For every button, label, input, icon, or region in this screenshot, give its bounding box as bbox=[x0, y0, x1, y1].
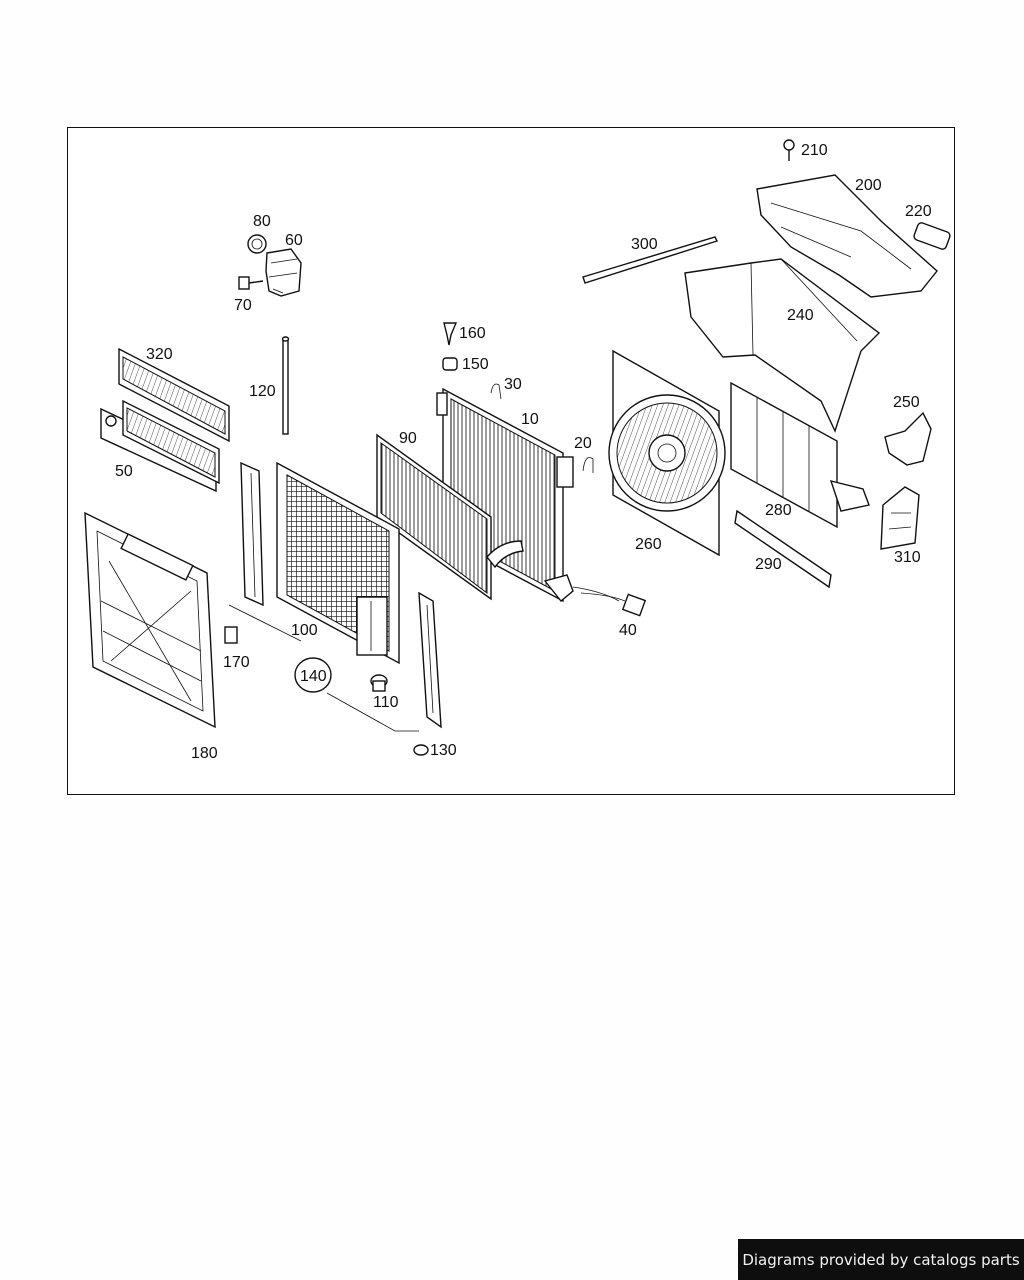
part-80-o-ring bbox=[247, 234, 267, 254]
exploded-parts-diagram: 210 200 220 300 240 250 80 60 70 160 150… bbox=[84, 139, 951, 762]
part-140-bracket-left bbox=[240, 461, 264, 607]
callout-250: 250 bbox=[893, 394, 920, 411]
part-300-seal-strip bbox=[582, 236, 718, 284]
part-40-sensor bbox=[580, 592, 647, 617]
part-260-fan-shroud bbox=[608, 349, 726, 557]
callout-130: 130 bbox=[430, 742, 457, 759]
callout-280: 280 bbox=[765, 502, 792, 519]
part-180-radiator-support bbox=[84, 511, 216, 729]
callout-80: 80 bbox=[253, 213, 271, 230]
credit-text: Diagrams provided by catalogs parts bbox=[742, 1250, 1020, 1269]
callout-10: 10 bbox=[521, 411, 539, 428]
part-20-hose-clamp bbox=[582, 457, 594, 473]
group-140-leader bbox=[228, 604, 419, 732]
callout-50: 50 bbox=[115, 463, 133, 480]
part-210-screw bbox=[783, 139, 795, 161]
callout-320: 320 bbox=[146, 346, 173, 363]
callout-240: 240 bbox=[787, 307, 814, 324]
callout-110: 110 bbox=[373, 694, 399, 711]
part-110-plug bbox=[370, 674, 388, 692]
part-120-seal-strip bbox=[281, 336, 290, 435]
callout-210: 210 bbox=[801, 142, 828, 159]
part-280-air-shutter bbox=[730, 381, 870, 529]
part-150-grommet bbox=[442, 357, 458, 371]
credit-banner: Diagrams provided by catalogs parts bbox=[738, 1239, 1024, 1280]
callout-300: 300 bbox=[631, 236, 658, 253]
callout-170: 170 bbox=[223, 654, 250, 671]
callout-200: 200 bbox=[855, 177, 882, 194]
part-90-charge-air-cooler bbox=[376, 433, 524, 601]
part-320-auxiliary-cooler bbox=[118, 347, 230, 443]
callout-120: 120 bbox=[249, 383, 276, 400]
part-50-oil-cooler bbox=[100, 399, 220, 493]
callout-140-circle bbox=[294, 657, 332, 693]
callout-290: 290 bbox=[755, 556, 782, 573]
part-70-bolt bbox=[238, 276, 264, 290]
callout-60: 60 bbox=[285, 232, 303, 249]
part-30-hose-clamp bbox=[490, 383, 502, 400]
part-200-air-guide bbox=[756, 174, 938, 298]
part-170-clip bbox=[224, 626, 238, 644]
callout-20: 20 bbox=[574, 435, 592, 452]
callout-140: 140 bbox=[300, 668, 327, 685]
callout-310: 310 bbox=[894, 549, 921, 566]
part-60-housing bbox=[265, 248, 302, 297]
callout-90: 90 bbox=[399, 430, 417, 447]
part-290-seal bbox=[734, 509, 832, 589]
part-310-bracket bbox=[880, 486, 920, 550]
callout-100: 100 bbox=[291, 622, 318, 639]
parts-diagram-frame: 210 200 220 300 240 250 80 60 70 160 150… bbox=[67, 127, 955, 795]
part-140-bracket-right bbox=[418, 591, 442, 729]
part-240-air-duct bbox=[684, 258, 881, 433]
part-250-bracket bbox=[884, 411, 932, 466]
callout-160: 160 bbox=[459, 325, 486, 342]
callout-40: 40 bbox=[619, 622, 637, 639]
callout-220: 220 bbox=[905, 203, 932, 220]
part-100-radiator bbox=[276, 461, 400, 665]
part-130-clip bbox=[413, 744, 429, 756]
callout-180: 180 bbox=[191, 745, 218, 762]
part-220-insert bbox=[913, 222, 951, 250]
callout-70: 70 bbox=[234, 297, 252, 314]
part-160-clip bbox=[443, 322, 458, 346]
callout-30: 30 bbox=[504, 376, 522, 393]
callout-150: 150 bbox=[462, 356, 489, 373]
callout-260: 260 bbox=[635, 536, 662, 553]
